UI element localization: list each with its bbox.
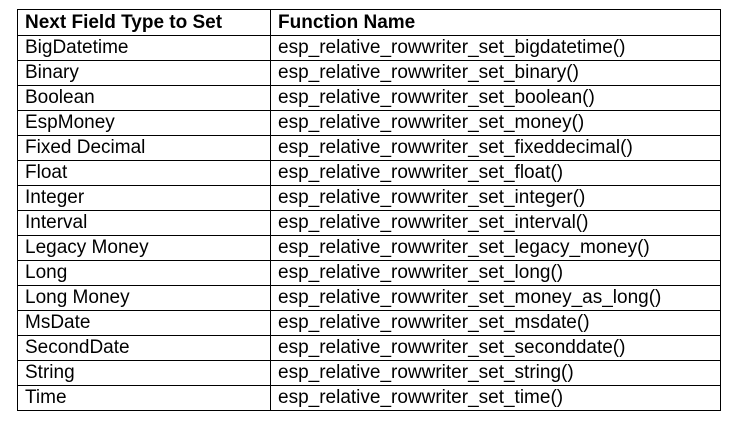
table-row: MsDate esp_relative_rowwriter_set_msdate…	[17, 310, 721, 336]
function-name-cell: esp_relative_rowwriter_set_boolean()	[270, 85, 721, 111]
table-row: Boolean esp_relative_rowwriter_set_boole…	[17, 85, 721, 111]
field-type-cell: Time	[17, 385, 271, 411]
table-row: EspMoney esp_relative_rowwriter_set_mone…	[17, 110, 721, 136]
function-name-cell: esp_relative_rowwriter_set_binary()	[270, 60, 721, 86]
header-row: Next Field Type to Set Function Name	[17, 9, 721, 36]
function-name-cell: esp_relative_rowwriter_set_time()	[270, 385, 721, 411]
function-name-cell: esp_relative_rowwriter_set_long()	[270, 260, 721, 286]
field-type-cell: Float	[17, 160, 271, 186]
table-row: String esp_relative_rowwriter_set_string…	[17, 360, 721, 386]
function-name-cell: esp_relative_rowwriter_set_money()	[270, 110, 721, 136]
table-row: Binary esp_relative_rowwriter_set_binary…	[17, 60, 721, 86]
column-header-field-type: Next Field Type to Set	[17, 9, 271, 36]
function-name-cell: esp_relative_rowwriter_set_bigdatetime()	[270, 35, 721, 61]
table-row: Time esp_relative_rowwriter_set_time()	[17, 385, 721, 411]
field-type-cell: SecondDate	[17, 335, 271, 361]
field-type-cell: BigDatetime	[17, 35, 271, 61]
field-type-cell: Long Money	[17, 285, 271, 311]
table-row: BigDatetime esp_relative_rowwriter_set_b…	[17, 35, 721, 61]
column-header-function-name: Function Name	[270, 9, 721, 36]
field-type-cell: Integer	[17, 185, 271, 211]
table-row: Fixed Decimal esp_relative_rowwriter_set…	[17, 135, 721, 161]
table-row: Long Money esp_relative_rowwriter_set_mo…	[17, 285, 721, 311]
table-row: Integer esp_relative_rowwriter_set_integ…	[17, 185, 721, 211]
table-header: Next Field Type to Set Function Name	[17, 9, 721, 36]
field-type-cell: MsDate	[17, 310, 271, 336]
field-type-cell: String	[17, 360, 271, 386]
field-type-cell: Long	[17, 260, 271, 286]
function-name-cell: esp_relative_rowwriter_set_string()	[270, 360, 721, 386]
field-type-cell: Boolean	[17, 85, 271, 111]
function-name-cell: esp_relative_rowwriter_set_interval()	[270, 210, 721, 236]
function-name-cell: esp_relative_rowwriter_set_seconddate()	[270, 335, 721, 361]
field-type-cell: Binary	[17, 60, 271, 86]
table-row: Legacy Money esp_relative_rowwriter_set_…	[17, 235, 721, 261]
field-type-cell: EspMoney	[17, 110, 271, 136]
table-body: BigDatetime esp_relative_rowwriter_set_b…	[17, 35, 721, 411]
table-row: Long esp_relative_rowwriter_set_long()	[17, 260, 721, 286]
field-type-cell: Legacy Money	[17, 235, 271, 261]
function-name-cell: esp_relative_rowwriter_set_integer()	[270, 185, 721, 211]
function-name-cell: esp_relative_rowwriter_set_msdate()	[270, 310, 721, 336]
table-row: Interval esp_relative_rowwriter_set_inte…	[17, 210, 721, 236]
function-name-cell: esp_relative_rowwriter_set_float()	[270, 160, 721, 186]
field-type-cell: Fixed Decimal	[17, 135, 271, 161]
function-name-cell: esp_relative_rowwriter_set_fixeddecimal(…	[270, 135, 721, 161]
field-type-function-table: Next Field Type to Set Function Name Big…	[17, 9, 721, 411]
table-row: SecondDate esp_relative_rowwriter_set_se…	[17, 335, 721, 361]
function-name-cell: esp_relative_rowwriter_set_legacy_money(…	[270, 235, 721, 261]
function-name-cell: esp_relative_rowwriter_set_money_as_long…	[270, 285, 721, 311]
table-row: Float esp_relative_rowwriter_set_float()	[17, 160, 721, 186]
field-type-cell: Interval	[17, 210, 271, 236]
